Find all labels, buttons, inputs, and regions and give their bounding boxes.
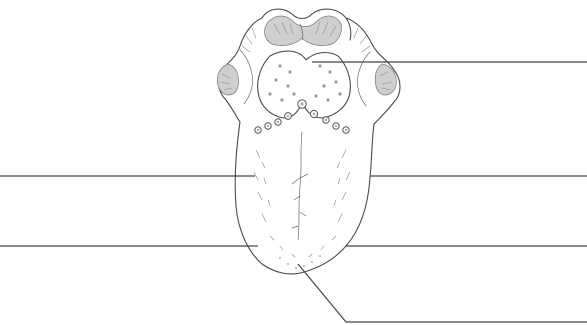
left-lateral-folds: [217, 18, 262, 122]
tongue-body: [235, 122, 374, 274]
leader-line-tip: [298, 264, 587, 322]
label-leader-lines: [0, 62, 587, 322]
epiglottis-region: [262, 9, 351, 46]
right-lateral-folds: [346, 18, 400, 124]
circumvallate-papillae: [255, 100, 349, 133]
tongue-illustration: [217, 9, 400, 274]
